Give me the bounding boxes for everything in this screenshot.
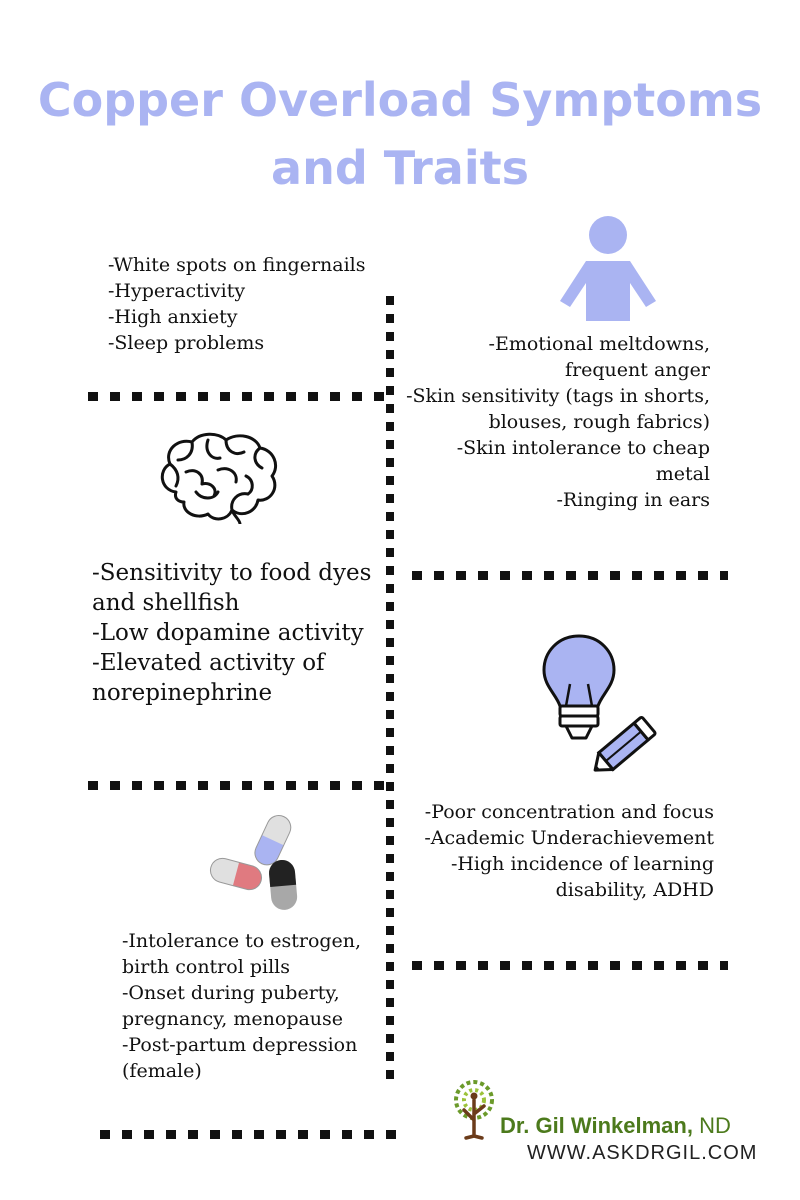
top-right-traits: -Emotional meltdowns, frequent anger -Sk… [406,331,710,513]
page-title-line-1: Copper Overload Symptoms [37,73,763,127]
divider-left-1 [88,392,388,401]
list-item: metal [655,463,710,485]
list-item: -Academic Underachievement [424,827,714,849]
logo-url: WWW.ASKDRGIL.COM [527,1142,758,1164]
list-item: -High incidence of learning [450,853,714,875]
list-item: -Onset during puberty, [122,982,340,1004]
list-item: and shellfish [92,590,240,616]
page-title-line-2: and Traits [271,141,529,195]
list-item: -Skin intolerance to cheap [456,437,710,459]
bottom-left-traits: -Intolerance to estrogen, birth control … [122,928,361,1084]
divider-right-2 [412,961,728,970]
mid-right-traits: -Poor concentration and focus -Academic … [424,799,714,903]
list-item: -Skin sensitivity (tags in shorts, [406,385,710,407]
list-item: pregnancy, menopause [122,1008,344,1030]
top-left-traits: -White spots on fingernails -Hyperactivi… [108,252,366,356]
list-item: -Poor concentration and focus [424,801,714,823]
list-item: blouses, rough fabrics) [488,411,710,433]
pills-icon [209,814,298,910]
list-item: -Post-partum depression [122,1034,358,1056]
pencil-icon [593,715,657,772]
list-item: -Hyperactivity [108,280,246,302]
list-item: -Emotional meltdowns, [488,333,710,355]
list-item: (female) [122,1060,202,1082]
list-item: -Sensitivity to food dyes [92,560,372,586]
mid-left-traits: -Sensitivity to food dyes and shellfish … [92,558,371,708]
list-item: norepinephrine [92,680,273,706]
divider-right-1 [412,571,728,580]
divider-bottom [100,1130,400,1139]
divider-left-2 [88,781,388,790]
tree-logo-icon [454,1080,494,1140]
list-item: birth control pills [122,956,290,978]
list-item: -Ringing in ears [556,489,710,511]
list-item: -Elevated activity of [92,650,325,676]
logo-name: Dr. Gil Winkelman, ND [500,1113,731,1138]
list-item: -High anxiety [108,306,238,328]
lightbulb-icon [542,634,616,740]
center-vertical-divider [386,296,394,1080]
list-item: -Sleep problems [108,332,265,354]
list-item: frequent anger [565,359,710,381]
brain-icon [160,432,277,524]
list-item: -Low dopamine activity [92,620,364,646]
list-item: -Intolerance to estrogen, [122,930,362,952]
list-item: disability, ADHD [555,879,714,901]
person-icon [560,216,656,321]
list-item: -White spots on fingernails [108,254,366,276]
